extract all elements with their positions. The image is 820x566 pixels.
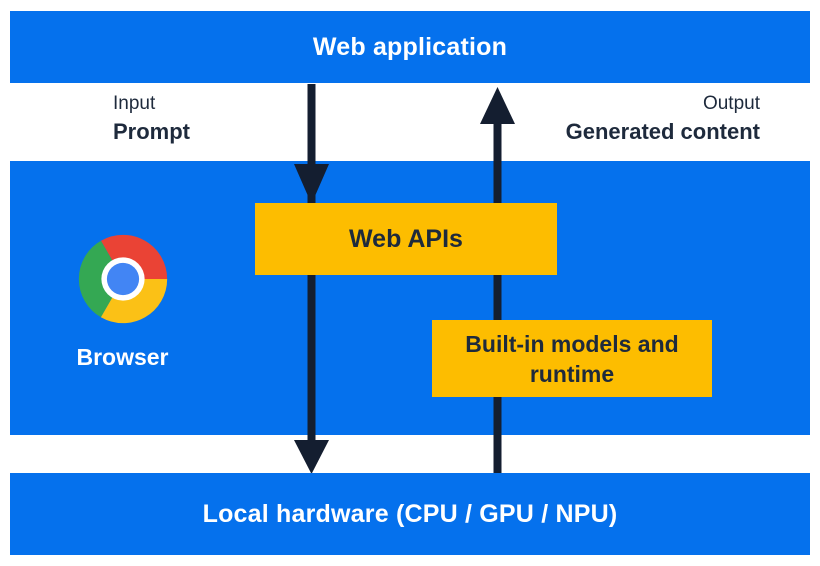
browser-group: Browser bbox=[40, 233, 205, 371]
builtin-models-box: Built-in models and runtime bbox=[432, 320, 712, 397]
input-flow-arrow bbox=[294, 84, 329, 474]
local-hardware-label: Local hardware (CPU / GPU / NPU) bbox=[202, 499, 618, 528]
builtin-models-label: Built-in models and runtime bbox=[465, 330, 679, 387]
browser-label: Browser bbox=[76, 344, 169, 370]
chrome-icon-center bbox=[106, 262, 139, 296]
web-application-label: Web application bbox=[312, 32, 508, 61]
chrome-browser-icon bbox=[78, 234, 167, 324]
web-application-bar: Web application bbox=[10, 11, 810, 83]
local-hardware-bar: Local hardware (CPU / GPU / NPU) bbox=[10, 473, 810, 555]
output-flow-arrow bbox=[480, 87, 515, 474]
web-apis-box: Web APIs bbox=[255, 203, 557, 275]
web-apis-label: Web APIs bbox=[349, 224, 463, 253]
